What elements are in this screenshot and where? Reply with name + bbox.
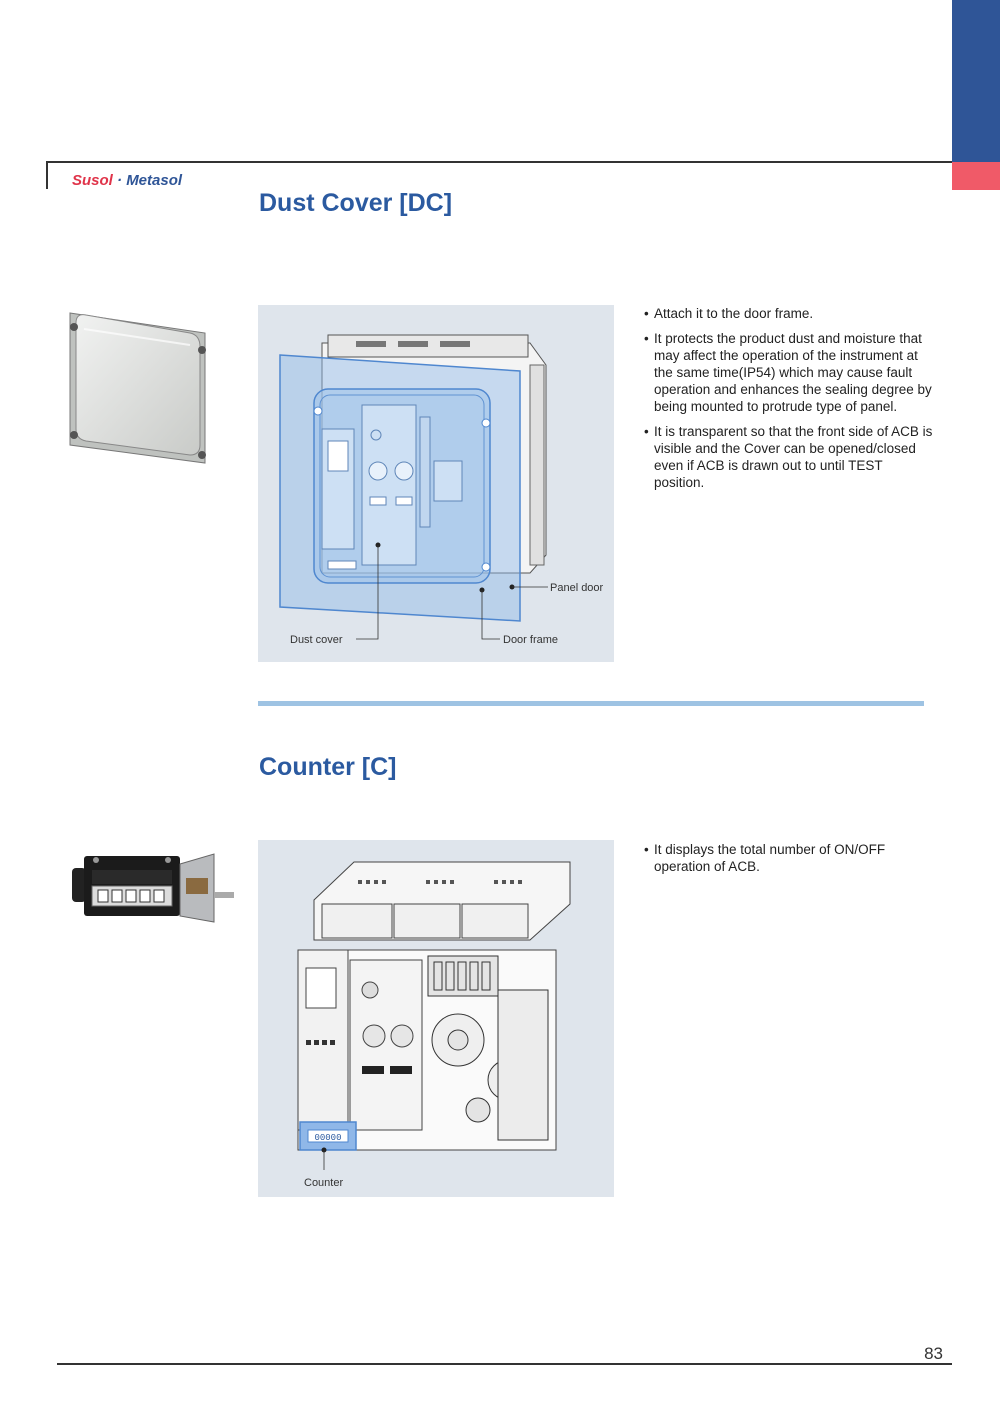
footer-rule bbox=[57, 1363, 952, 1365]
dust-cover-bullets: Attach it to the door frame. It protects… bbox=[644, 305, 934, 499]
counter-illustration: 00000 Counter bbox=[297, 861, 571, 1189]
dust-cover-label: Dust cover bbox=[290, 634, 343, 646]
counter-readout: 00000 bbox=[314, 1133, 341, 1143]
brand-logo: Susol · Metasol bbox=[72, 172, 183, 189]
dust-cover-title: Dust Cover [DC] bbox=[259, 189, 453, 217]
counter-bullet-1: It displays the total number of ON/OFF o… bbox=[644, 841, 934, 875]
side-tab-blue bbox=[952, 0, 1000, 162]
panel-door-label: Panel door bbox=[550, 582, 604, 594]
counter-title: Counter [C] bbox=[259, 753, 397, 781]
dust-cover-bullet-1: Attach it to the door frame. bbox=[644, 305, 934, 322]
dust-cover-illustration: Panel door Dust cover Door frame bbox=[279, 334, 604, 646]
counter-photo bbox=[72, 853, 234, 923]
section-divider bbox=[258, 701, 924, 706]
dust-cover-bullet-2: It protects the product dust and moistur… bbox=[644, 330, 934, 415]
dust-cover-photo bbox=[69, 312, 206, 464]
header-rule-tick bbox=[46, 161, 48, 189]
side-tab-red bbox=[952, 162, 1000, 190]
dust-cover-diagram: Panel door Dust cover Door frame bbox=[258, 305, 614, 662]
counter-label: Counter bbox=[304, 1177, 343, 1189]
counter-bullets: It displays the total number of ON/OFF o… bbox=[644, 841, 934, 883]
door-frame-label: Door frame bbox=[503, 634, 558, 646]
header-rule bbox=[46, 161, 952, 163]
dust-cover-bullet-3: It is transparent so that the front side… bbox=[644, 423, 934, 491]
page-number: 83 bbox=[924, 1344, 943, 1363]
counter-diagram: 00000 Counter bbox=[258, 840, 614, 1197]
